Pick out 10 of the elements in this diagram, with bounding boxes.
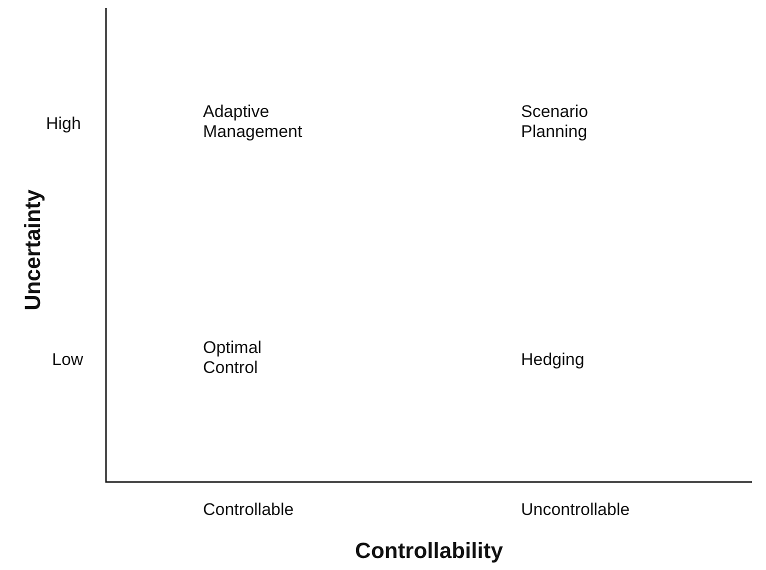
tick-label: Low [52,350,84,370]
axis-title: Uncertainty [20,189,46,311]
tick-label: Uncontrollable [521,500,630,520]
quadrant-label: Hedging [521,350,584,370]
tick-label: High [46,114,81,134]
axis-title: Controllability [355,538,503,564]
quadrant-label: Optimal Control [203,338,263,378]
quadrant-label: Scenario Planning [521,102,590,142]
quadrant-label: Adaptive Management [203,102,304,142]
tick-label: Controllable [203,500,294,520]
